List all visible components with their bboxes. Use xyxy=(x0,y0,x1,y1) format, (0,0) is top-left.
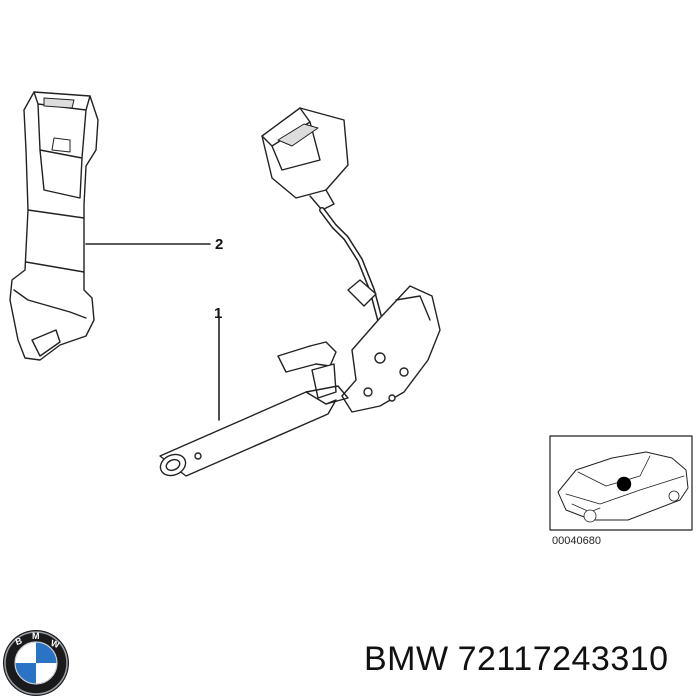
callout-label-1: 1 xyxy=(214,305,222,322)
brand-name: BMW xyxy=(364,640,449,678)
bmw-roundel-logo-icon: B M W xyxy=(3,630,69,696)
svg-text:B: B xyxy=(14,635,24,647)
inset-ref-number: 00040680 xyxy=(552,535,601,547)
part-number: 72117243310 xyxy=(457,640,669,678)
svg-text:W: W xyxy=(49,638,61,650)
callout-label-2: 2 xyxy=(215,236,223,253)
seat-belt-buckle-part-1 xyxy=(159,107,441,477)
car-location-inset xyxy=(549,435,693,531)
location-marker-icon xyxy=(616,476,632,492)
seat-belt-buckle-part-2 xyxy=(9,91,99,361)
svg-text:M: M xyxy=(32,631,40,641)
